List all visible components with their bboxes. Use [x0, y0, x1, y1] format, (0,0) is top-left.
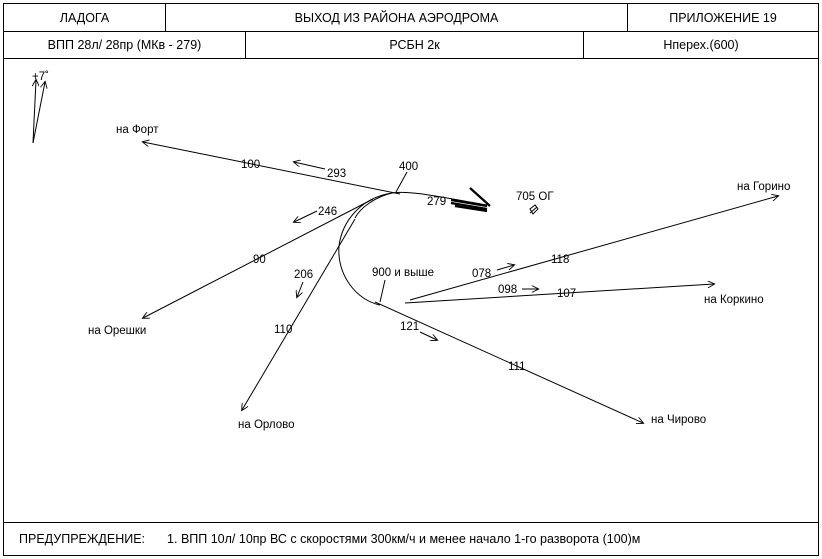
route-gorino	[409, 196, 778, 301]
course-078: 078	[472, 268, 491, 280]
altitude-400-label: 400	[399, 161, 418, 173]
tick-900	[379, 279, 386, 303]
runway-info: ВПП 28л/ 28пр (МКв - 279)	[4, 32, 246, 58]
course-100: 100	[241, 159, 260, 171]
route-fort	[143, 142, 401, 195]
appendix-number: ПРИЛОЖЕНИЕ 19	[669, 10, 777, 25]
departure-track-north	[338, 191, 488, 306]
chart-frame: ЛАДОГА ВЫХОД ИЗ РАЙОНА АЭРОДРОМА ПРИЛОЖЕ…	[3, 3, 819, 556]
destination-orlovo: на Орлово	[238, 419, 295, 431]
course-111: 111	[508, 361, 525, 373]
navaid-info: РСБН 2к	[246, 32, 584, 58]
declination-label: +7˚	[32, 71, 49, 83]
warning-text: 1. ВПП 10л/ 10пр ВС с скоростями 300км/ч…	[167, 532, 641, 546]
arrow-121	[419, 331, 437, 340]
chart-title: ВЫХОД ИЗ РАЙОНА АЭРОДРОМА	[166, 4, 628, 31]
course-121: 121	[400, 321, 419, 333]
airport-name: ЛАДОГА	[4, 4, 166, 31]
destination-korkino: на Коркино	[704, 294, 764, 306]
course-90: 90	[253, 254, 266, 266]
course-279: 279	[427, 196, 446, 208]
warning-label: ПРЕДУПРЕЖДЕНИЕ:	[19, 532, 146, 546]
runway-symbol	[450, 187, 491, 211]
destination-fort: на Форт	[116, 124, 159, 136]
north-arrow-icon	[33, 80, 45, 144]
tick-400	[395, 171, 408, 193]
course-293: 293	[327, 168, 346, 180]
route-korkino	[404, 284, 714, 304]
arrow-246	[294, 210, 318, 222]
header-row-2: ВПП 28л/ 28пр (МКв - 279) РСБН 2к Нперех…	[4, 32, 818, 59]
altitude-900-label: 900 и выше	[372, 267, 434, 279]
course-246: 246	[318, 206, 337, 218]
route-oreshki	[143, 198, 374, 318]
course-118: 118	[551, 254, 569, 266]
route-orlovo	[242, 218, 356, 410]
arrow-293	[294, 162, 326, 170]
warning-footer: ПРЕДУПРЕЖДЕНИЕ: 1. ВПП 10л/ 10пр ВС с ск…	[4, 522, 818, 555]
destination-gorino: на Горино	[737, 181, 790, 193]
course-206: 206	[294, 269, 313, 281]
route-chirovo	[374, 301, 643, 423]
destination-chirovo: на Чирово	[651, 414, 706, 426]
obstacle-label: 705 ОГ	[516, 191, 554, 203]
header-row-1: ЛАДОГА ВЫХОД ИЗ РАЙОНА АЭРОДРОМА ПРИЛОЖЕ…	[4, 4, 818, 32]
course-107: 107	[557, 288, 576, 300]
transition-altitude: Нперех.(600)	[663, 38, 739, 52]
arrow-078	[496, 265, 514, 271]
course-110: 110	[274, 324, 292, 336]
runway-symbol-outline	[454, 204, 488, 213]
course-098: 098	[498, 284, 517, 296]
arrow-206	[297, 281, 304, 297]
obstacle-icon	[529, 204, 539, 215]
turn-track-400	[354, 192, 393, 219]
destination-oreshki: на Орешки	[88, 325, 146, 337]
